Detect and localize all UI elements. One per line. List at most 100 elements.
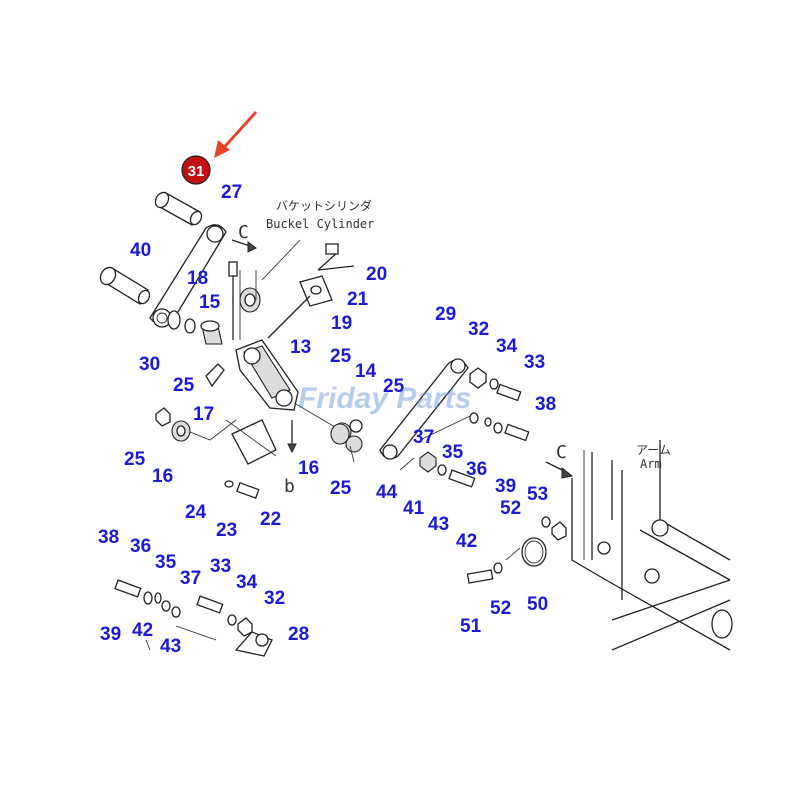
- bushing-16-left-drawing: [171, 420, 191, 442]
- part-label-20: 20: [366, 264, 387, 285]
- part-label-21: 21: [347, 289, 369, 310]
- washer-36-upper-drawing: [484, 417, 492, 427]
- part-label-25: 25: [383, 376, 405, 397]
- part-label-27: 27: [221, 182, 242, 203]
- link-27-drawing: [149, 224, 227, 328]
- washer-52-upper-drawing: [541, 516, 551, 528]
- part-label-28: 28: [288, 624, 309, 645]
- part-label-51: 51: [460, 616, 482, 637]
- washer-52-lower-drawing: [493, 562, 503, 574]
- part-label-15: 15: [199, 292, 221, 313]
- part-label-37: 37: [180, 568, 201, 589]
- bushing-16-right-drawing: [330, 423, 350, 445]
- part-label-13: 13: [290, 337, 311, 358]
- part-label-25: 25: [124, 449, 146, 470]
- highlight-callout: 31: [181, 110, 258, 185]
- part-label-40: 40: [130, 240, 151, 261]
- link-29-drawing: [379, 358, 469, 460]
- part-label-17: 17: [193, 404, 214, 425]
- pin-31-drawing: [154, 191, 203, 226]
- part-label-36: 36: [466, 459, 487, 480]
- link-13-drawing: [235, 339, 299, 411]
- bolt-33-upper-drawing: [496, 383, 522, 402]
- part-label-30: 30: [139, 354, 160, 375]
- part-label-24: 24: [185, 502, 207, 523]
- part-label-35: 35: [442, 442, 464, 463]
- part-label-18: 18: [187, 268, 208, 289]
- part-label-23: 23: [216, 520, 237, 541]
- part-labels: 27 40 18 15 20 21 19 13 30 25 17 25 14 2…: [98, 182, 556, 657]
- part-label-43: 43: [428, 514, 449, 535]
- nut-25-left-drawing: [155, 407, 171, 427]
- part-label-32: 32: [468, 319, 489, 340]
- part-label-33: 33: [210, 556, 231, 577]
- washer-39-lower-drawing: [143, 591, 153, 605]
- arm-structure-drawing: [571, 440, 733, 651]
- bolt-20-drawing: [317, 243, 355, 271]
- part-label-25: 25: [330, 346, 352, 367]
- part-label-34: 34: [496, 336, 518, 357]
- oring-50-drawing: [521, 537, 547, 567]
- arm-en: Arm: [640, 457, 662, 471]
- bucket-cylinder-jp: バケットシリンダ: [276, 198, 372, 213]
- plate-22-drawing: [225, 419, 277, 465]
- washer-34-lower-drawing: [227, 614, 237, 626]
- part-label-44: 44: [376, 482, 398, 503]
- part-label-34: 34: [236, 572, 258, 593]
- bucket-cylinder-en: Buckel Cylinder: [266, 217, 374, 231]
- callout-text: 31: [188, 163, 205, 180]
- cylinder-bushing-drawing: [239, 287, 261, 313]
- watermark: Friday Parts: [298, 382, 471, 415]
- part-label-52: 52: [490, 598, 511, 619]
- washer-36-lower-drawing: [154, 592, 162, 604]
- part-label-36: 36: [130, 536, 151, 557]
- part-label-38: 38: [98, 527, 119, 548]
- bolt-42-upper-drawing: [448, 469, 476, 488]
- part-label-19: 19: [331, 313, 352, 334]
- view-c-top-label: C: [238, 222, 249, 243]
- part-label-41: 41: [403, 498, 425, 519]
- part-label-29: 29: [435, 304, 456, 325]
- nut-32-upper-drawing: [469, 367, 487, 389]
- part-label-14: 14: [355, 361, 377, 382]
- part-label-42: 42: [132, 620, 153, 641]
- arm-jp: アーム: [636, 443, 671, 457]
- washer-43-lower-drawing: [171, 606, 181, 618]
- part-label-16: 16: [152, 466, 173, 487]
- part-label-22: 22: [260, 509, 281, 530]
- view-b-label: b: [284, 476, 295, 497]
- spacer-30-drawing: [167, 310, 196, 334]
- callout-badge: [181, 155, 211, 185]
- washer-39-upper-drawing: [493, 422, 503, 434]
- part-label-38: 38: [535, 394, 556, 415]
- bolt-23-drawing: [224, 480, 260, 499]
- part-label-35: 35: [155, 552, 177, 573]
- bushing-15-drawing: [200, 320, 223, 345]
- part-label-50: 50: [527, 594, 548, 615]
- part-label-39: 39: [100, 624, 121, 645]
- nut-41-drawing: [419, 451, 437, 473]
- bolt-38-upper-drawing: [504, 423, 530, 442]
- annotations: バケットシリンダ Buckel Cylinder C b C アーム Arm: [238, 198, 671, 497]
- nut-53-drawing: [551, 521, 567, 541]
- pin-40-drawing: [99, 266, 151, 305]
- part-label-37: 37: [413, 427, 434, 448]
- washer-34-upper-drawing: [489, 378, 499, 390]
- fitting-18-drawing: [228, 261, 238, 340]
- link-28-drawing: [234, 631, 273, 657]
- part-label-33: 33: [524, 352, 545, 373]
- part-label-42: 42: [456, 531, 477, 552]
- bolt-51-drawing: [466, 569, 494, 584]
- part-label-25: 25: [330, 478, 352, 499]
- part-label-39: 39: [495, 476, 516, 497]
- line-art: [99, 191, 733, 657]
- part-label-32: 32: [264, 588, 285, 609]
- part-label-43: 43: [160, 636, 181, 657]
- part-label-25: 25: [173, 375, 195, 396]
- bolt-38-lower-drawing: [114, 579, 142, 598]
- part-label-52: 52: [500, 498, 521, 519]
- part-label-16: 16: [298, 458, 319, 479]
- part-label-53: 53: [527, 484, 548, 505]
